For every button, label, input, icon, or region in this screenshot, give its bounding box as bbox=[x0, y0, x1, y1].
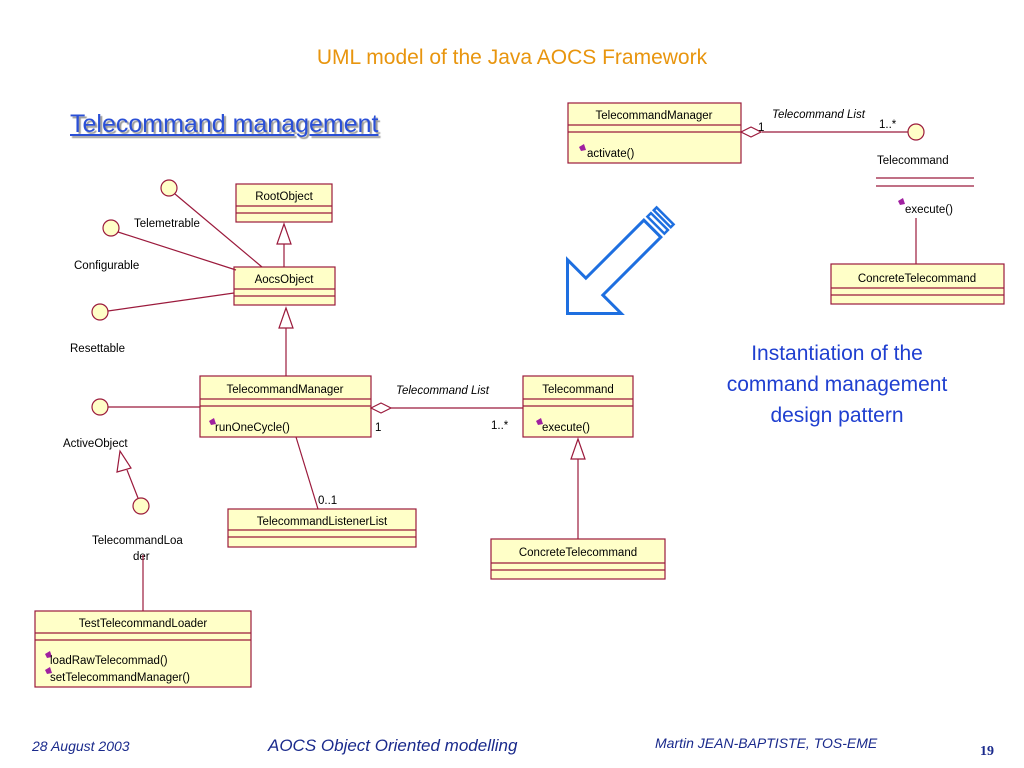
operation-icon bbox=[45, 651, 52, 658]
assoc-label: Telecommand List bbox=[396, 385, 490, 397]
interface-lollipop-icon bbox=[91, 303, 109, 321]
aocs-object-name: AocsObject bbox=[255, 274, 315, 286]
pattern-concrete-class bbox=[830, 263, 1005, 305]
footer-date: 28 August 2003 bbox=[32, 738, 130, 754]
operation-icon bbox=[898, 198, 905, 205]
interface-lollipop-icon bbox=[907, 123, 925, 141]
interface-lollipop-icon bbox=[132, 497, 150, 515]
mult-many-label: 1..* bbox=[491, 420, 509, 432]
generalization-arrow-icon bbox=[570, 437, 586, 460]
operation-icon bbox=[45, 667, 52, 674]
pattern-caption: Instantiation of the command management … bbox=[726, 342, 948, 427]
pattern-manager-name: TelecommandManager bbox=[596, 110, 713, 122]
configurable-label: Configurable bbox=[74, 260, 139, 272]
loader-label-line1: TelecommandLoa bbox=[92, 535, 183, 547]
aocs-object-class bbox=[233, 266, 336, 306]
pattern-assoc-label: Telecommand List bbox=[772, 109, 866, 121]
test-op1-label: loadRawTelecommad() bbox=[50, 655, 168, 667]
footer-title: AOCS Object Oriented modelling bbox=[268, 736, 518, 755]
root-object-name: RootObject bbox=[255, 191, 313, 203]
listener-list-name: TelecommandListenerList bbox=[257, 516, 388, 528]
slide-title: UML model of the Java AOCS Framework bbox=[316, 46, 708, 69]
resettable-label: Resettable bbox=[70, 343, 125, 355]
pattern-manager-class bbox=[567, 102, 742, 164]
test-loader-name: TestTelecommandLoader bbox=[79, 618, 208, 630]
pattern-mult-one: 1 bbox=[758, 122, 764, 134]
generalization-arrow-icon bbox=[276, 222, 292, 245]
framework-diagram: RootObject AocsObject Telemetrable Confi… bbox=[34, 179, 666, 688]
mult-listener-label: 0..1 bbox=[318, 495, 337, 507]
listener-list-class bbox=[227, 508, 417, 548]
active-object-label: ActiveObject bbox=[63, 438, 128, 450]
test-op2-label: setTelecommandManager() bbox=[50, 672, 190, 684]
loader-label-line2: der bbox=[133, 551, 150, 563]
page-number: 19 bbox=[980, 744, 994, 759]
generalization-arrow-icon bbox=[278, 306, 294, 329]
manager-op-label: runOneCycle() bbox=[215, 422, 290, 434]
telecommand-name: Telecommand bbox=[542, 384, 614, 396]
pattern-execute-op: execute() bbox=[905, 204, 953, 216]
pattern-manager-op: activate() bbox=[587, 148, 634, 160]
mult-one-label: 1 bbox=[375, 422, 381, 434]
interface-lollipop-icon bbox=[160, 179, 178, 197]
root-object-class bbox=[235, 183, 333, 223]
telecommand-manager-name: TelecommandManager bbox=[227, 384, 344, 396]
section-title: Telecommand management bbox=[70, 110, 379, 138]
aggregation-diamond-icon bbox=[369, 402, 393, 414]
aggregation-diamond-icon bbox=[739, 126, 763, 138]
interface-lollipop-icon bbox=[102, 219, 120, 237]
pattern-telecommand-name: Telecommand bbox=[877, 155, 949, 167]
big-arrow-icon bbox=[566, 205, 676, 315]
telemetrable-label: Telemetrable bbox=[134, 218, 200, 230]
pattern-diagram: TelecommandManager activate() Telecomman… bbox=[567, 102, 1005, 305]
operation-icon bbox=[579, 144, 586, 151]
interface-lollipop-icon bbox=[91, 398, 109, 416]
test-loader-class bbox=[34, 610, 252, 688]
pattern-concrete-name: ConcreteTelecommand bbox=[858, 273, 976, 285]
concrete-telecommand-name: ConcreteTelecommand bbox=[519, 547, 637, 559]
operation-icon bbox=[209, 418, 216, 425]
footer-author: Martin JEAN-BAPTISTE, TOS-EME bbox=[655, 735, 878, 751]
concrete-telecommand-class bbox=[490, 538, 666, 580]
generalization-arrow-icon bbox=[116, 449, 132, 473]
execute-op-label: execute() bbox=[542, 422, 590, 434]
pattern-mult-many: 1..* bbox=[879, 119, 897, 131]
operation-icon bbox=[536, 418, 543, 425]
